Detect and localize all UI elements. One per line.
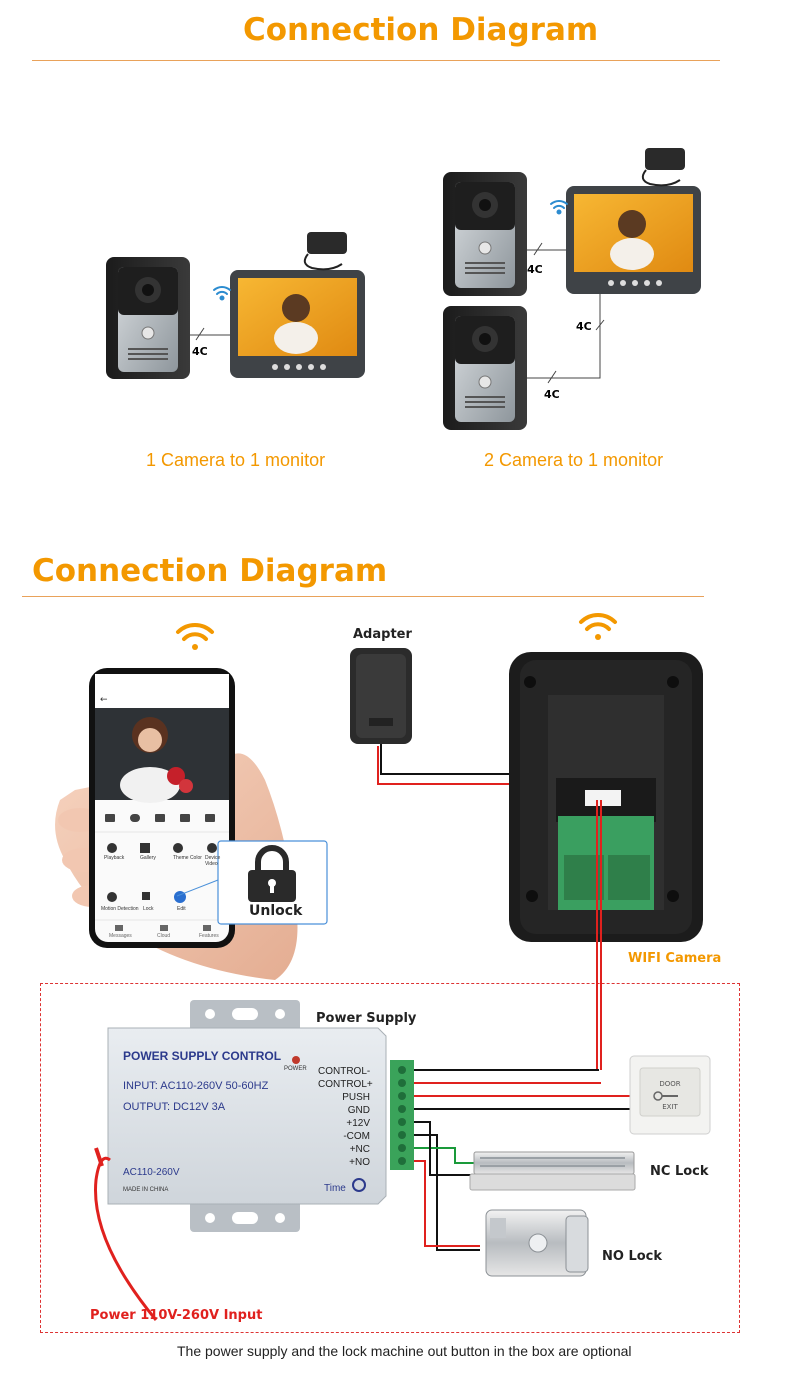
- power-supply-unit: [107, 1000, 387, 1232]
- wire-label-4c: 4C: [192, 345, 208, 358]
- app-tab-messages[interactable]: Messages: [109, 933, 132, 939]
- unlock-label: Unlock: [249, 903, 303, 919]
- power-adapter-2: [641, 148, 685, 187]
- terminal-block: [390, 1060, 414, 1170]
- psu-made-label: MADE IN CHINA: [123, 1187, 169, 1193]
- exit-button-line1: DOOR: [659, 1080, 680, 1088]
- no-lock: [485, 1209, 589, 1277]
- exit-button-line2: EXIT: [662, 1103, 678, 1111]
- psu-input: INPUT: AC110-260V 50-60HZ: [123, 1080, 269, 1092]
- terminal-label: PUSH: [342, 1092, 370, 1103]
- app-menu-motion[interactable]: Motion Detection: [101, 906, 139, 912]
- indoor-monitor-1: [230, 270, 365, 378]
- terminal-label: GND: [347, 1105, 370, 1116]
- svg-text:←: ←: [100, 695, 108, 705]
- caption-two-cameras: 2 Camera to 1 monitor: [484, 450, 664, 470]
- power-input-label: Power 110V-260V Input: [90, 1308, 263, 1323]
- smartphone: ←: [89, 668, 235, 948]
- app-tab-features[interactable]: Features: [199, 933, 219, 939]
- section2-title: Connection Diagram: [32, 553, 388, 589]
- terminal-label: +NO: [349, 1157, 370, 1168]
- section2-divider: [22, 596, 704, 597]
- optional-components-box: [40, 983, 740, 1333]
- section1-diagram: 4C 4C 4C 4C: [106, 148, 701, 430]
- nc-lock-label: NC Lock: [650, 1164, 709, 1179]
- psu-time-label: Time: [324, 1183, 346, 1194]
- app-menu-gallery[interactable]: Gallery: [140, 855, 156, 861]
- power-adapter-1: [303, 232, 347, 271]
- psu-terminal-labels: CONTROL- CONTROL+ PUSH GND +12V -COM +NC…: [318, 1066, 373, 1170]
- power-plug-icon: [94, 1147, 104, 1167]
- wifi-icon: [213, 286, 231, 301]
- indoor-monitor-2: [566, 186, 701, 294]
- section1-divider: [32, 60, 720, 61]
- section1-title: Connection Diagram: [243, 12, 599, 48]
- footer-note: The power supply and the lock machine ou…: [177, 1343, 632, 1359]
- app-menu-lock[interactable]: Lock: [143, 906, 154, 912]
- app-menu-edit[interactable]: Edit: [177, 906, 186, 912]
- power-input-cable: [94, 1156, 158, 1321]
- wifi-camera-label: WIFI Camera: [628, 951, 722, 966]
- app-tab-cloud[interactable]: Cloud: [157, 933, 171, 939]
- wifi-icon: [579, 612, 617, 640]
- power-supply-label: Power Supply: [316, 1011, 417, 1026]
- terminal-label: +NC: [349, 1144, 370, 1155]
- svg-text:4C: 4C: [544, 388, 560, 401]
- wifi-icon: [550, 200, 568, 215]
- nc-lock: [469, 1151, 636, 1191]
- psu-ac-label: AC110-260V: [123, 1167, 180, 1178]
- caption-one-camera: 1 Camera to 1 monitor: [146, 450, 326, 470]
- terminal-label: CONTROL+: [318, 1079, 373, 1090]
- exit-button: DOOR EXIT: [629, 1055, 711, 1135]
- psu-output: OUTPUT: DC12V 3A: [123, 1101, 226, 1113]
- outdoor-camera-2a: [443, 172, 527, 296]
- terminal-label: +12V: [346, 1118, 370, 1129]
- wifi-camera-back: [509, 652, 703, 942]
- app-menu-playback[interactable]: Playback: [104, 855, 125, 861]
- adapter-label: Adapter: [353, 627, 412, 642]
- svg-text:4C: 4C: [527, 263, 543, 276]
- psu-heading: POWER SUPPLY CONTROL: [123, 1049, 282, 1063]
- app-menu-theme[interactable]: Theme Color: [173, 855, 202, 861]
- terminal-label: -COM: [343, 1131, 370, 1142]
- wifi-icon: [176, 622, 214, 650]
- outdoor-camera-2b: [443, 306, 527, 430]
- psu-power-led-label: POWER: [284, 1066, 307, 1072]
- app-menu-device-video[interactable]: Device Video: [205, 855, 221, 867]
- wiring-diagram: ←: [55, 612, 711, 1321]
- lock-icon: [248, 845, 296, 902]
- svg-text:4C: 4C: [576, 320, 592, 333]
- outdoor-camera-1: [106, 257, 190, 379]
- terminal-label: CONTROL-: [318, 1066, 371, 1077]
- time-knob-icon: [352, 1178, 366, 1192]
- no-lock-label: NO Lock: [602, 1249, 663, 1264]
